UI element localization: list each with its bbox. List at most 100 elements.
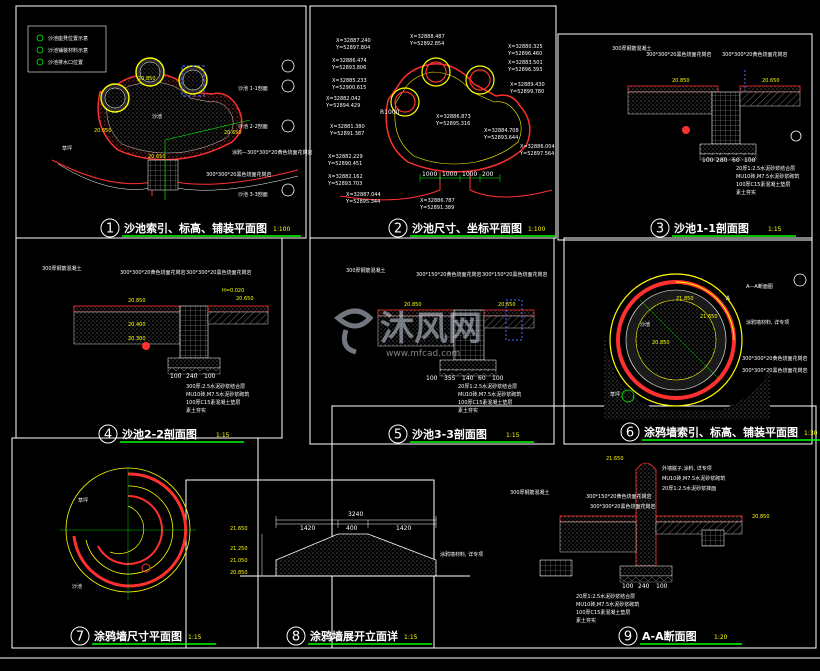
p3-dim-4: 100	[744, 157, 756, 164]
coordinate-label: X=32886.787	[420, 198, 455, 204]
p3-layer-2: MU10砖,M7.5水泥砂浆砌筑	[736, 173, 799, 180]
p3-dim-2: 280	[716, 157, 728, 164]
p9-dim-3: 100	[656, 583, 668, 590]
p1-elev-2: 20.650	[94, 128, 112, 134]
p7-sand-label: 沙池	[72, 583, 82, 590]
panel-scale: 1:100	[528, 226, 545, 233]
p9-side-3: 20厚1:2.5水泥砂浆抹面	[662, 485, 716, 492]
panel-1-drawing: 沙池座凳位置示意 沙池铺装材料示意 沙池排水口位置 20.850 20.650 …	[27, 25, 312, 200]
p5-dim-2: 355	[444, 375, 456, 382]
coordinate-label: Y=52897.564	[519, 151, 554, 157]
p4-dim-3: 100	[204, 373, 216, 380]
coordinate-label: Y=52895.316	[435, 121, 470, 127]
legend-item-3: 沙池排水口位置	[48, 59, 83, 66]
p5-elev-1: 20.850	[404, 302, 422, 308]
panel-title-text: 涂鸦墙尺寸平面图	[94, 629, 182, 643]
panel-3-drawing: 300厚钢筋混凝土 300*300*20黑色烧面花岗岩 300*300*20黄色…	[612, 45, 802, 196]
p9-layer-1: 20厚1:2.5水泥砂浆结合层	[576, 593, 635, 600]
p1-elev-4: 20.650	[224, 130, 242, 136]
p4-dim-1: 100	[170, 373, 182, 380]
coordinate-label: Y=52896.460	[507, 51, 542, 57]
panel-number: 7	[76, 630, 84, 645]
p3-layer-4: 素土夯实	[736, 189, 756, 196]
p5-dim-1: 100	[426, 375, 438, 382]
panel-scale: 1:15	[506, 432, 520, 439]
p9-side-2: MU10砖,M7.5水泥砂浆砌筑	[662, 475, 725, 482]
coordinate-label: X=32887.240	[336, 38, 371, 44]
panel-number: 3	[656, 222, 664, 237]
p8-elev-2: 21.250	[230, 546, 248, 552]
coordinate-label: Y=52897.804	[335, 45, 370, 51]
coordinate-label: X=32882.229	[328, 154, 363, 160]
panel-number-circle	[100, 218, 120, 238]
panel-2-drawing: X=32887.240Y=52897.804X=32888.487Y=52892…	[325, 34, 555, 211]
coordinate-label: Y=52890.451	[327, 161, 362, 167]
p9-top-3: 300*300*20黑色烧面花岗岩	[590, 503, 655, 510]
panel-number-circle	[286, 626, 306, 646]
watermark: 沐风网 www.mfcad.com	[334, 308, 482, 359]
coordinate-label: Y=52899.780	[509, 89, 544, 95]
p4-layer-3: 100厚C15素混凝土垫层	[186, 399, 240, 406]
p1-lawn-label: 草坪	[62, 145, 72, 152]
panel-scale: 1:20	[714, 634, 728, 641]
p6-sand-label: 沙池	[640, 321, 650, 328]
section-markers	[281, 59, 295, 197]
p6-lawn-label: 草坪	[610, 391, 620, 398]
p9-layer-4: 素土夯实	[576, 617, 596, 624]
panel-number-circle	[620, 422, 640, 442]
p8-dim-3: 1420	[396, 525, 411, 532]
p5-layer-1: 20厚1:2.5水泥砂浆结合层	[458, 383, 517, 390]
p4-elev-1: 20.850	[128, 298, 146, 304]
p3-dim-1: 100	[702, 157, 714, 164]
p7-lawn-label: 草坪	[78, 497, 88, 504]
panel-scale: 1:15	[216, 432, 230, 439]
panel-title-text: 涂鸦墙索引、标高、铺装平面图	[644, 425, 798, 439]
panel-8-drawing: 3240 1420 400 1420 21.650 21.250 21.050 …	[230, 511, 483, 577]
p1-note-1: 涂鸦—300*300*20黄色烧面花岗岩	[232, 149, 312, 156]
p9-layer-2: MU10砖,M7.5水泥砂浆砌筑	[576, 601, 639, 608]
p9-layer-3: 100厚C15素混凝土垫层	[576, 609, 630, 616]
panel-9-frame	[331, 405, 817, 649]
panel-number-circle	[618, 626, 638, 646]
p6-note-1: A—A断面图	[746, 283, 773, 290]
p1-sand-label: 沙池	[152, 113, 162, 120]
coordinate-label: X=32889.430	[510, 82, 545, 88]
p4-top-2: 300*300*20黄色烧面花岗岩	[120, 269, 185, 276]
p4-layer-1: 300厚:2.5水泥砂浆结合层	[186, 383, 245, 390]
panel-title-text: A-A断面图	[642, 629, 697, 643]
coordinate-label: X=32886.873	[436, 114, 471, 120]
panel-title-text: 沙池3-3剖面图	[412, 427, 487, 441]
p6-elev-1: 21.850	[676, 296, 694, 302]
coordinate-label: Y=52895.344	[345, 199, 380, 205]
coordinate-label: X=32882.042	[326, 96, 361, 102]
p4-top-1: 300厚钢筋混凝土	[42, 265, 82, 272]
p1-note-5: 沙池 3-3剖面	[238, 191, 268, 198]
p5-layer-3: 100厚C15素混凝土垫层	[458, 399, 512, 406]
panel-number: 2	[394, 222, 402, 237]
panel-number-circle	[70, 626, 90, 646]
p3-layer-1: 20厚1:2.5水泥砂浆结合层	[736, 165, 795, 172]
coordinate-labels: X=32887.240Y=52897.804X=32888.487Y=52892…	[325, 34, 555, 211]
watermark-name: 沐风网	[380, 309, 482, 349]
panel-title-text: 沙池1-1剖面图	[674, 221, 749, 235]
p1-note-4: 沙池 2-2剖面	[238, 123, 268, 130]
panel-number: 8	[292, 630, 300, 645]
coordinate-label: Y=52893.703	[327, 181, 362, 187]
p6-mark: A	[726, 295, 731, 302]
p4-elev-3: 20.400	[128, 322, 146, 328]
p9-elev-1: 21.650	[606, 456, 624, 462]
legend-item-2: 沙池铺装材料示意	[48, 47, 88, 54]
p1-elev-1: 20.850	[138, 76, 156, 82]
p2-dim-4: 200	[482, 171, 494, 178]
panel-6-frame	[563, 237, 813, 445]
coordinate-label: X=32881.380	[330, 124, 365, 130]
p4-top-3: 300*300*20黑色烧面花岗岩	[186, 269, 251, 276]
p1-note-2: 300*300*20黑色烧面花岗岩	[206, 171, 271, 178]
panel-scale: 1:100	[273, 226, 290, 233]
